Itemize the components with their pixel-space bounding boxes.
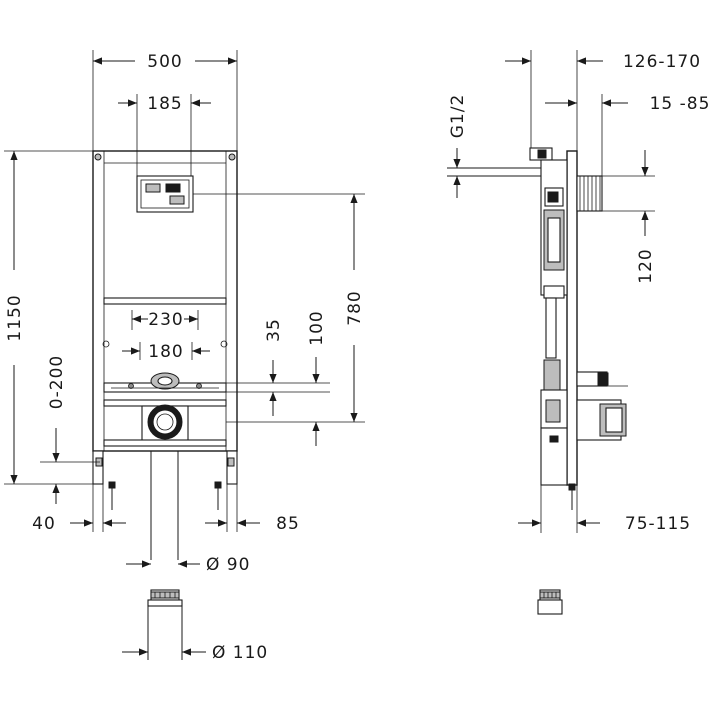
- dim-width-180: 180: [148, 342, 183, 362]
- drain-connector-side: [537, 589, 563, 615]
- dim-diameter-90: Ø 90: [206, 555, 250, 575]
- dim-width-230: 230: [148, 310, 183, 330]
- dim-height-120: 120: [636, 248, 656, 283]
- dim-diameter-110: Ø 110: [212, 643, 268, 663]
- installation-frame: [92, 150, 365, 560]
- dim-depth-126-170: 126-170: [623, 52, 701, 72]
- dim-height-adjust: 0-200: [47, 355, 67, 409]
- front-view: 500 185 1150 0-200 780 100 35 230: [4, 50, 365, 663]
- side-view: 126-170 15 -85 G1/2 120 75-115: [447, 50, 711, 615]
- dim-depth-75-115: 75-115: [625, 514, 691, 534]
- dim-width-total: 500: [147, 52, 182, 72]
- dim-depth-15-85: 15 -85: [650, 94, 711, 114]
- dim-thread-g1-2: G1/2: [448, 94, 468, 139]
- dim-height-780: 780: [345, 290, 365, 325]
- dim-width-inner: 185: [147, 94, 182, 114]
- dim-height-total: 1150: [5, 294, 25, 341]
- dim-height-35: 35: [264, 318, 284, 342]
- dim-leg-85: 85: [276, 514, 300, 534]
- dim-height-100: 100: [307, 310, 327, 345]
- drain-connector-front: [147, 589, 183, 660]
- dim-leg-40: 40: [32, 514, 56, 534]
